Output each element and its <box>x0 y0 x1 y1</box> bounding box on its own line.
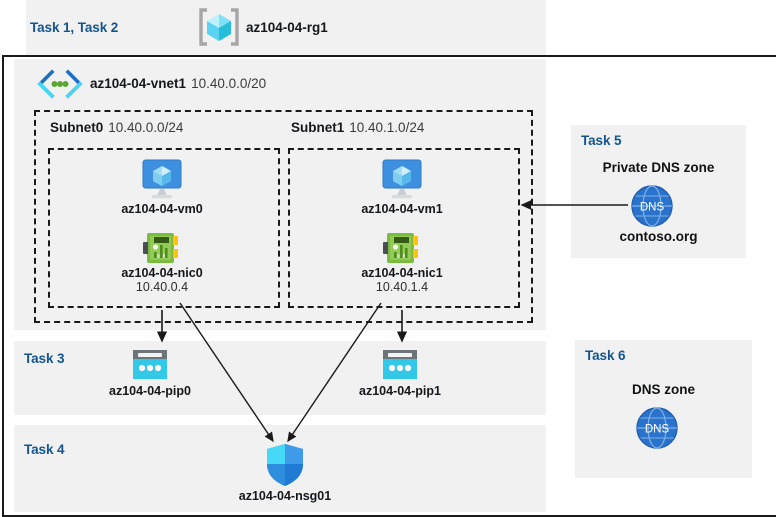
resource-group-header-band <box>26 0 546 55</box>
nic0-ip: 10.40.0.4 <box>135 280 189 294</box>
dns-icon-text: DNS <box>645 424 670 436</box>
nic1-label: az104-04-nic1 <box>361 266 443 280</box>
node-vm0[interactable]: az104-04-vm0 <box>102 158 222 216</box>
network-interface-icon <box>383 232 421 264</box>
node-pip1[interactable]: az104-04-pip1 <box>340 348 460 398</box>
resource-group-icon <box>196 7 242 47</box>
subnet0-boundary <box>48 148 280 308</box>
task-label-1-2: Task 1, Task 2 <box>30 20 119 35</box>
public-ip-address-icon <box>379 348 421 382</box>
private-dns-zone-name: contoso.org <box>619 229 698 244</box>
task-label-3: Task 3 <box>24 351 65 366</box>
subnet1-name: Subnet1 <box>291 120 345 135</box>
node-pip0[interactable]: az104-04-pip0 <box>90 348 210 398</box>
subnets-boundary <box>34 110 533 323</box>
vnet-name: az104-04-vnet1 <box>90 76 187 91</box>
node-nic1[interactable]: az104-04-nic1 10.40.1.4 <box>342 232 462 294</box>
dns-zone-icon[interactable]: DNS <box>635 406 679 450</box>
vm1-label: az104-04-vm1 <box>361 202 443 216</box>
virtual-machine-icon <box>379 158 425 200</box>
nsg01-label: az104-04-nsg01 <box>238 489 332 503</box>
vm0-label: az104-04-vm0 <box>121 202 203 216</box>
vnet-panel <box>14 59 546 330</box>
subnet1-cidr: 10.40.1.0/24 <box>349 120 425 135</box>
task3-panel <box>14 341 546 415</box>
resource-group-boundary <box>2 55 776 517</box>
node-nic0[interactable]: az104-04-nic0 10.40.0.4 <box>102 232 222 294</box>
node-nsg01[interactable]: az104-04-nsg01 <box>215 443 355 503</box>
vnet-cidr: 10.40.0.0/20 <box>191 76 267 91</box>
dns-zone-title: DNS zone <box>631 382 695 397</box>
task-label-5: Task 5 <box>581 133 622 148</box>
subnet1-boundary <box>288 148 520 308</box>
vnet-title: az104-04-vnet1 10.40.0.0/20 <box>90 76 266 91</box>
subnet0-name: Subnet0 <box>50 120 104 135</box>
subnet1-title: Subnet1 10.40.1.0/24 <box>291 120 424 135</box>
virtual-machine-icon <box>139 158 185 200</box>
task-label-4: Task 4 <box>24 442 65 457</box>
network-security-group-icon <box>265 443 305 487</box>
public-ip-address-icon <box>129 348 171 382</box>
subnet0-cidr: 10.40.0.0/24 <box>108 120 184 135</box>
resource-group-name: az104-04-rg1 <box>246 20 328 35</box>
virtual-network-icon <box>34 68 86 100</box>
task-label-6: Task 6 <box>585 348 626 363</box>
nic1-ip: 10.40.1.4 <box>375 280 429 294</box>
network-interface-icon <box>143 232 181 264</box>
pip0-label: az104-04-pip0 <box>109 384 191 398</box>
subnet0-title: Subnet0 10.40.0.0/24 <box>50 120 183 135</box>
dns-zone-icon[interactable]: DNS <box>630 184 674 228</box>
node-vm1[interactable]: az104-04-vm1 <box>342 158 462 216</box>
nic0-label: az104-04-nic0 <box>121 266 203 280</box>
dns-icon-text: DNS <box>640 202 665 214</box>
pip1-label: az104-04-pip1 <box>359 384 441 398</box>
private-dns-zone-title: Private DNS zone <box>602 160 715 175</box>
